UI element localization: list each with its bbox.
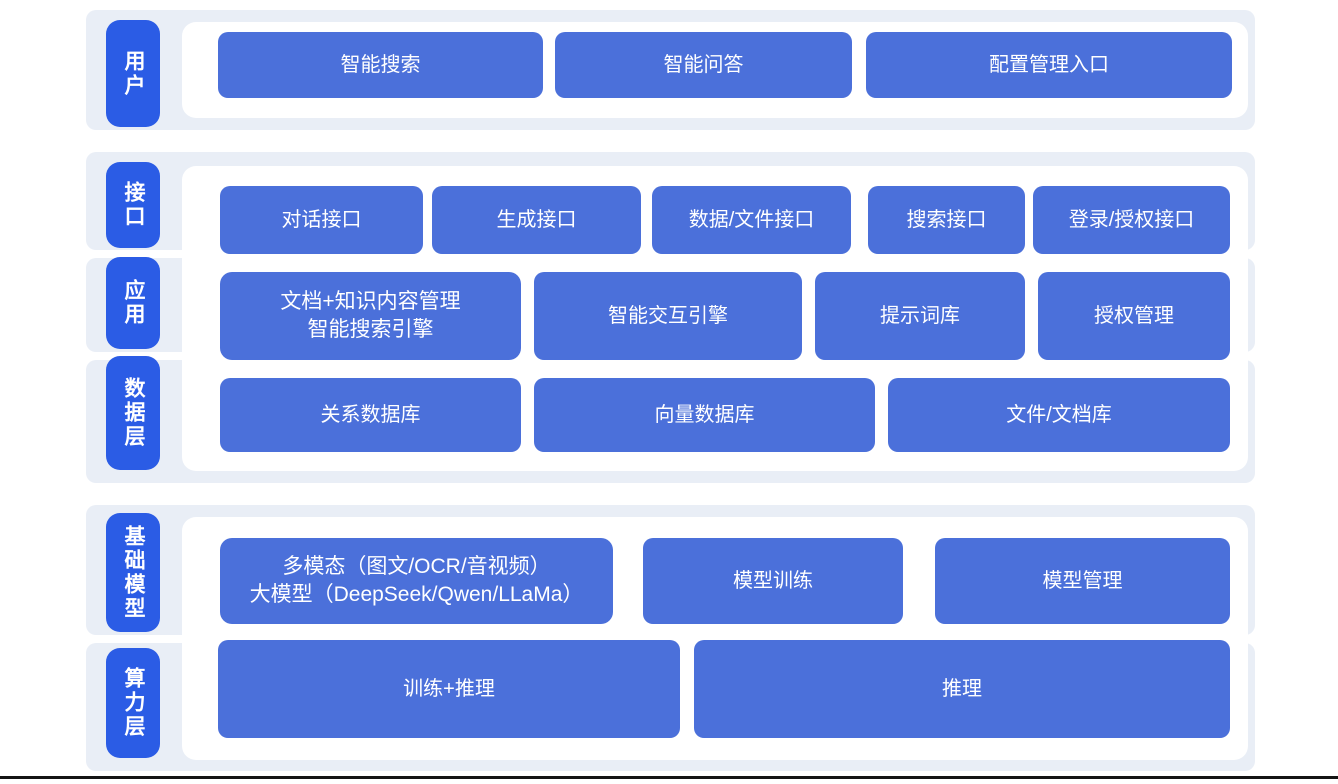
node-doc-knowledge-search-engine: 文档+知识内容管理 智能搜索引擎 — [220, 272, 521, 360]
pill-compute-layer-label: 算力层 — [106, 648, 160, 758]
node-search-api: 搜索接口 — [868, 186, 1025, 254]
node-data-file-api: 数据/文件接口 — [652, 186, 851, 254]
node-smart-qa: 智能问答 — [555, 32, 852, 98]
pill-application-label: 应用 — [106, 257, 160, 349]
node-smart-search: 智能搜索 — [218, 32, 543, 98]
pill-foundation-model-label: 基础模型 — [106, 513, 160, 632]
node-dialog-api: 对话接口 — [220, 186, 423, 254]
node-relational-db: 关系数据库 — [220, 378, 521, 452]
node-model-training: 模型训练 — [643, 538, 903, 624]
node-interactive-engine: 智能交互引擎 — [534, 272, 802, 360]
pill-interface-label: 接口 — [106, 162, 160, 248]
pill-data-layer-label: 数据层 — [106, 356, 160, 470]
node-prompt-library: 提示词库 — [815, 272, 1025, 360]
node-training-inference: 训练+推理 — [218, 640, 680, 738]
node-multimodal-llm: 多模态（图文/OCR/音视频） 大模型（DeepSeek/Qwen/LLaMa） — [220, 538, 613, 624]
node-file-doc-db: 文件/文档库 — [888, 378, 1230, 452]
node-inference: 推理 — [694, 640, 1230, 738]
node-generate-api: 生成接口 — [432, 186, 641, 254]
node-auth-mgmt: 授权管理 — [1038, 272, 1230, 360]
bottom-rule — [0, 776, 1338, 779]
pill-user-label: 用户 — [106, 20, 160, 127]
node-config-mgmt-entry: 配置管理入口 — [866, 32, 1232, 98]
node-vector-db: 向量数据库 — [534, 378, 875, 452]
node-model-mgmt: 模型管理 — [935, 538, 1230, 624]
node-login-auth-api: 登录/授权接口 — [1033, 186, 1230, 254]
